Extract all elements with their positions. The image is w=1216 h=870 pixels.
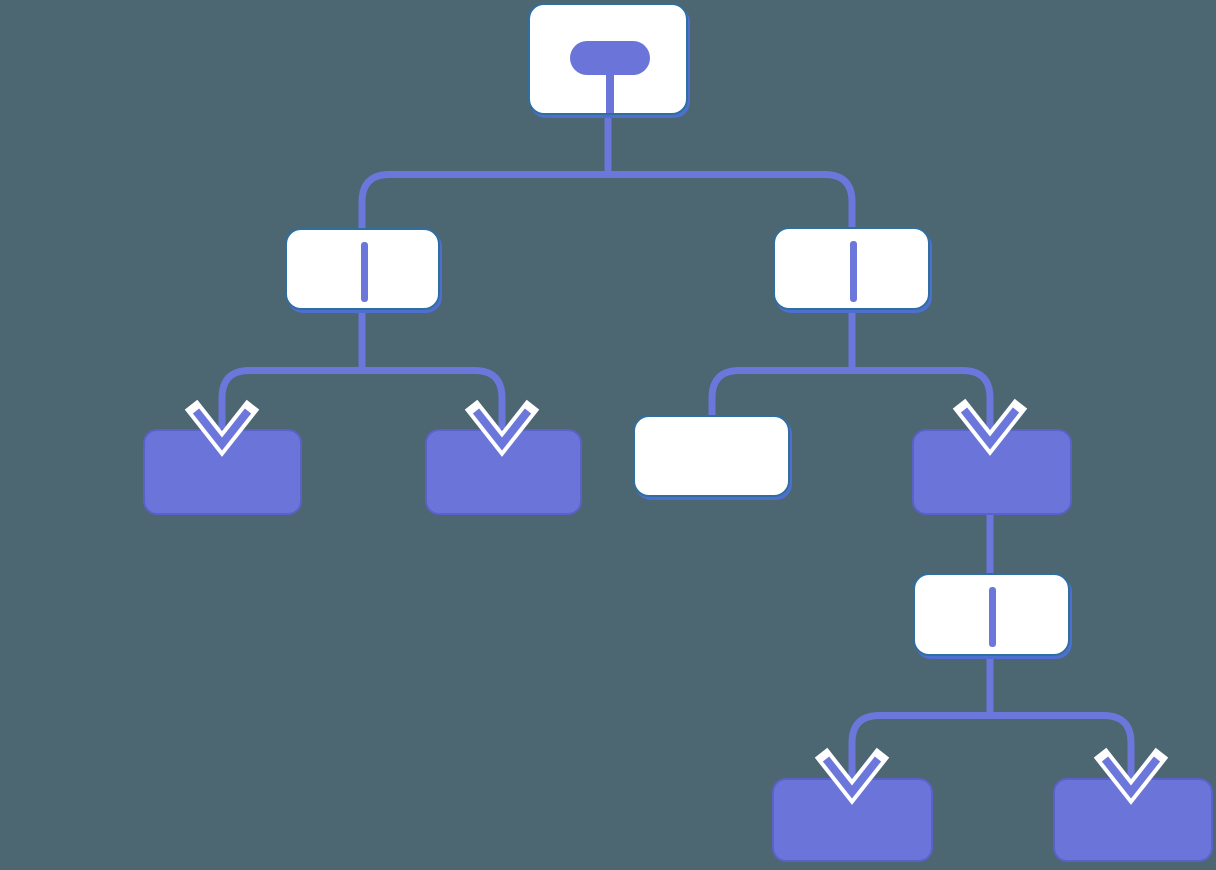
node-branch-right[interactable] [773, 227, 930, 310]
node-branch-bottom[interactable] [913, 573, 1070, 656]
node-leaf-empty[interactable] [633, 415, 790, 497]
edge-level1-bar [358, 171, 856, 231]
root-pill-stem [606, 72, 614, 113]
edge-left-bar [218, 367, 506, 432]
node-branch-left[interactable] [285, 228, 440, 310]
root-pill-icon [570, 41, 650, 75]
pass-through-line [989, 587, 996, 647]
node-leaf-left-1[interactable] [143, 429, 302, 515]
node-leaf-left-2[interactable] [425, 429, 582, 515]
pass-through-line [850, 241, 857, 302]
node-leaf-bottom-1[interactable] [772, 778, 933, 862]
node-root[interactable] [528, 3, 688, 115]
pass-through-line [361, 242, 368, 302]
node-mid-right[interactable] [912, 429, 1072, 515]
node-leaf-bottom-2[interactable] [1053, 778, 1213, 862]
edge-bottom-bar [848, 712, 1135, 780]
